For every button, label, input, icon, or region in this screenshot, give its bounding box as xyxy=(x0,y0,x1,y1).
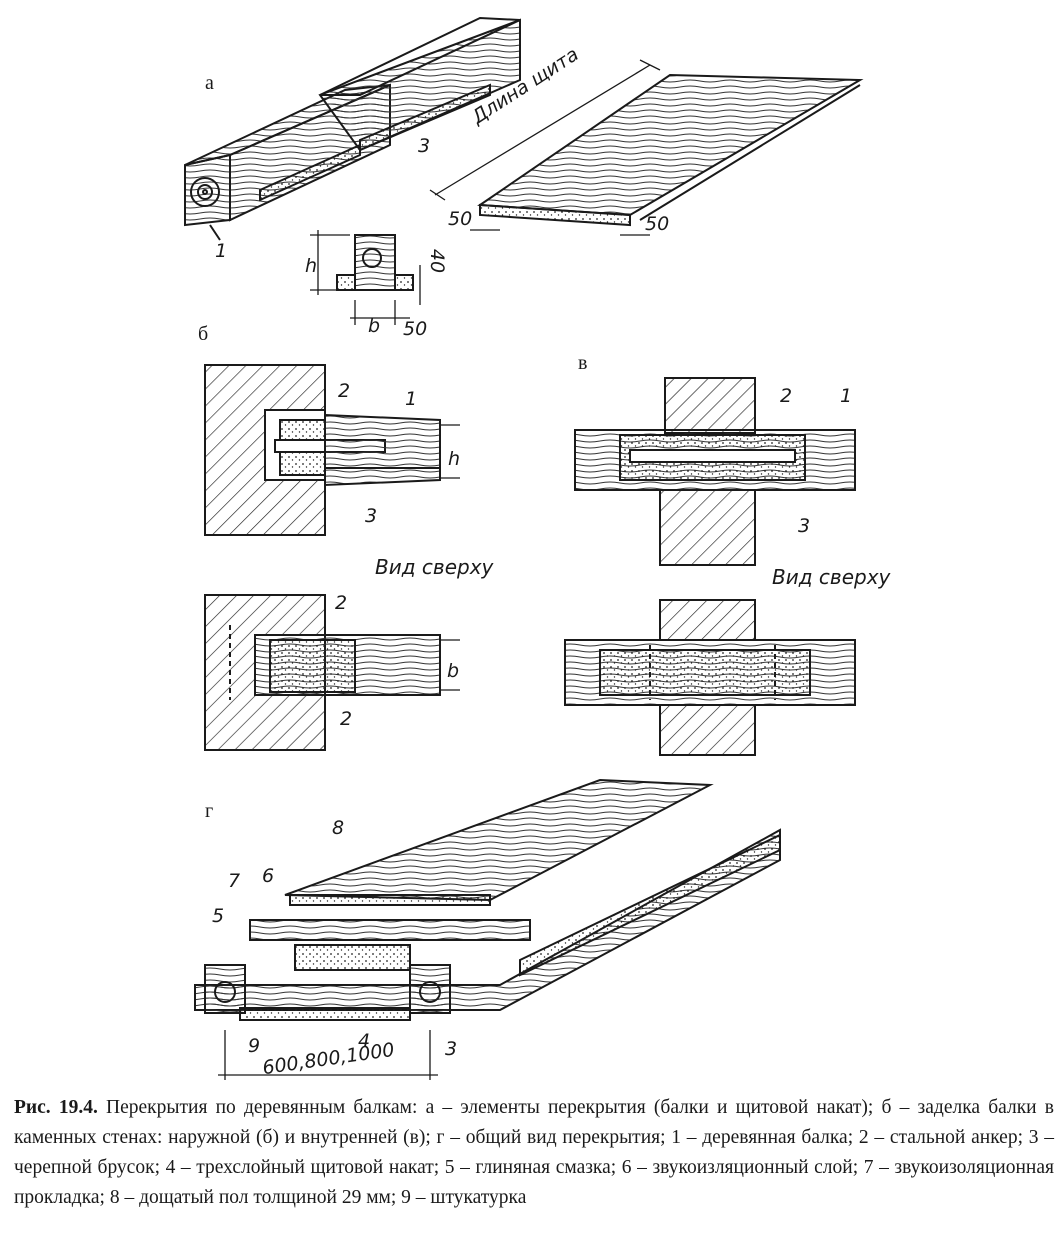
callout-3-v: 3 xyxy=(798,515,811,537)
callout-6: 6 xyxy=(262,865,275,887)
panel-v-plan xyxy=(564,599,856,756)
panel-g-overview xyxy=(194,778,781,1080)
panel-v-elevation xyxy=(574,377,856,566)
dim-50-left: 50 xyxy=(448,208,473,230)
callout-3-a: 3 xyxy=(418,135,431,157)
callout-2-b-bottom: 2 xyxy=(340,708,353,730)
callout-2-b-top: 2 xyxy=(335,592,348,614)
dim-h-section: h xyxy=(305,255,318,277)
panel-a-shield xyxy=(429,59,864,236)
dim-b-wall: b xyxy=(447,660,460,682)
callout-2-v: 2 xyxy=(780,385,793,407)
view-top-label-b: Вид сверху xyxy=(375,555,494,579)
callout-1-b: 1 xyxy=(405,388,418,410)
caption-number: Рис. 19.4. xyxy=(14,1097,98,1118)
figure-drawing xyxy=(184,16,864,1080)
view-top-label-v: Вид сверху xyxy=(772,565,891,589)
callout-2-b: 2 xyxy=(338,380,351,402)
caption-text: Перекрытия по деревянным балкам: а – эле… xyxy=(14,1097,1054,1208)
callout-4: 4 xyxy=(358,1030,371,1052)
panel-label-a: а xyxy=(205,72,214,94)
panel-b-wall-elevation xyxy=(204,364,460,536)
figure-caption: Рис. 19.4. Перекрытия по деревянным балк… xyxy=(14,1093,1054,1213)
dim-40: 40 xyxy=(426,248,449,274)
panel-label-g: г xyxy=(205,800,214,822)
dim-b-section: b xyxy=(368,315,381,337)
callout-1-a: 1 xyxy=(215,240,228,262)
callout-5: 5 xyxy=(212,905,225,927)
panel-a-beam xyxy=(184,16,521,241)
callout-1-v: 1 xyxy=(840,385,853,407)
panel-label-v: в xyxy=(578,352,588,374)
callout-8: 8 xyxy=(332,817,345,839)
callout-3-g: 3 xyxy=(445,1038,458,1060)
dim-50-section: 50 xyxy=(403,318,428,340)
panel-b-wall-plan xyxy=(204,594,460,751)
dim-h-wall: h xyxy=(448,448,461,470)
dim-50-right: 50 xyxy=(645,213,670,235)
panel-label-b: б xyxy=(198,323,209,345)
technical-figure: а б в г Длина щита 50 50 50 40 h b h b 6… xyxy=(184,16,891,1080)
callout-7: 7 xyxy=(228,870,241,892)
callout-3-b: 3 xyxy=(365,505,378,527)
panel-a-section xyxy=(310,230,421,325)
callout-9: 9 xyxy=(248,1035,261,1057)
